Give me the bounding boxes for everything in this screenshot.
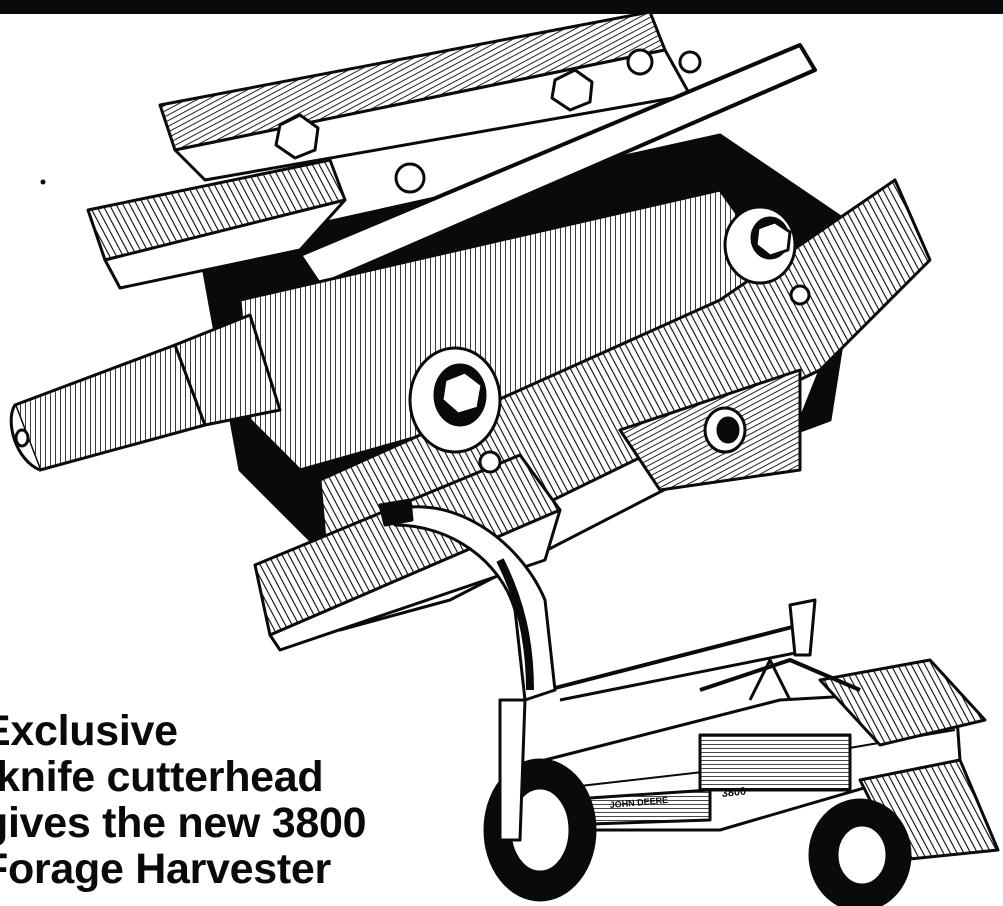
- ink-dot: [40, 179, 46, 185]
- top-black-bar: [0, 0, 1003, 14]
- headline: Exclusive -knife cutterhead gives the ne…: [0, 708, 542, 892]
- cutterhead-drawing-icon: [9, 10, 932, 652]
- headline-line-4: Forage Harvester: [0, 845, 331, 893]
- forage-harvester-drawing-icon: [378, 498, 1000, 906]
- headline-line-3: gives the new 3800: [0, 799, 367, 847]
- headline-line-1: Exclusive: [0, 707, 178, 755]
- harvester-model-label: 3800: [721, 785, 747, 799]
- headline-line-2: -knife cutterhead: [0, 753, 324, 801]
